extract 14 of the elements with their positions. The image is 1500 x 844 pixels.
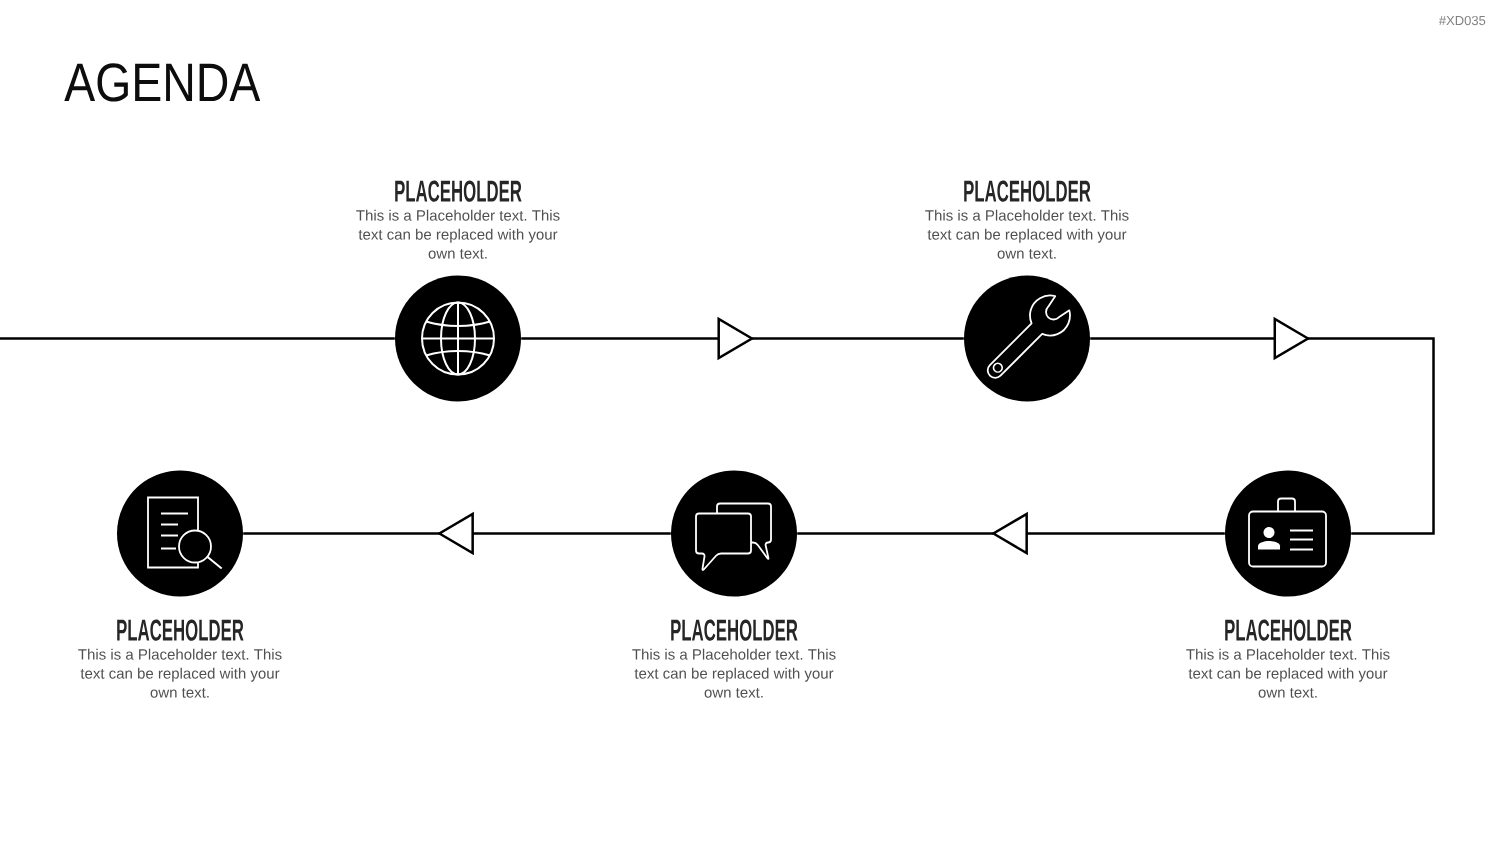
heading: PLACEHOLDER xyxy=(964,180,1091,202)
connector-line xyxy=(0,337,395,340)
description: This is a Placeholder text. This text can be replaced with your own text. xyxy=(78,648,282,698)
title: AGENDA xyxy=(64,63,261,102)
description: This is a Placeholder text. This text can be replaced with your own text. xyxy=(356,209,560,259)
description: This is a Placeholder text. This text can be replaced with your own text. xyxy=(632,648,836,698)
code-label: #XD035 xyxy=(1438,15,1486,26)
heading: PLACEHOLDER xyxy=(671,619,798,641)
arrow xyxy=(1090,316,1435,535)
description: This is a Placeholder text. This text can be replaced with your own text. xyxy=(925,209,1129,259)
heading: PLACEHOLDER xyxy=(395,180,522,202)
heading: PLACEHOLDER xyxy=(117,619,244,641)
heading: PLACEHOLDER xyxy=(1225,619,1352,641)
description: This is a Placeholder text. This text can be replaced with your own text. xyxy=(1186,648,1390,698)
